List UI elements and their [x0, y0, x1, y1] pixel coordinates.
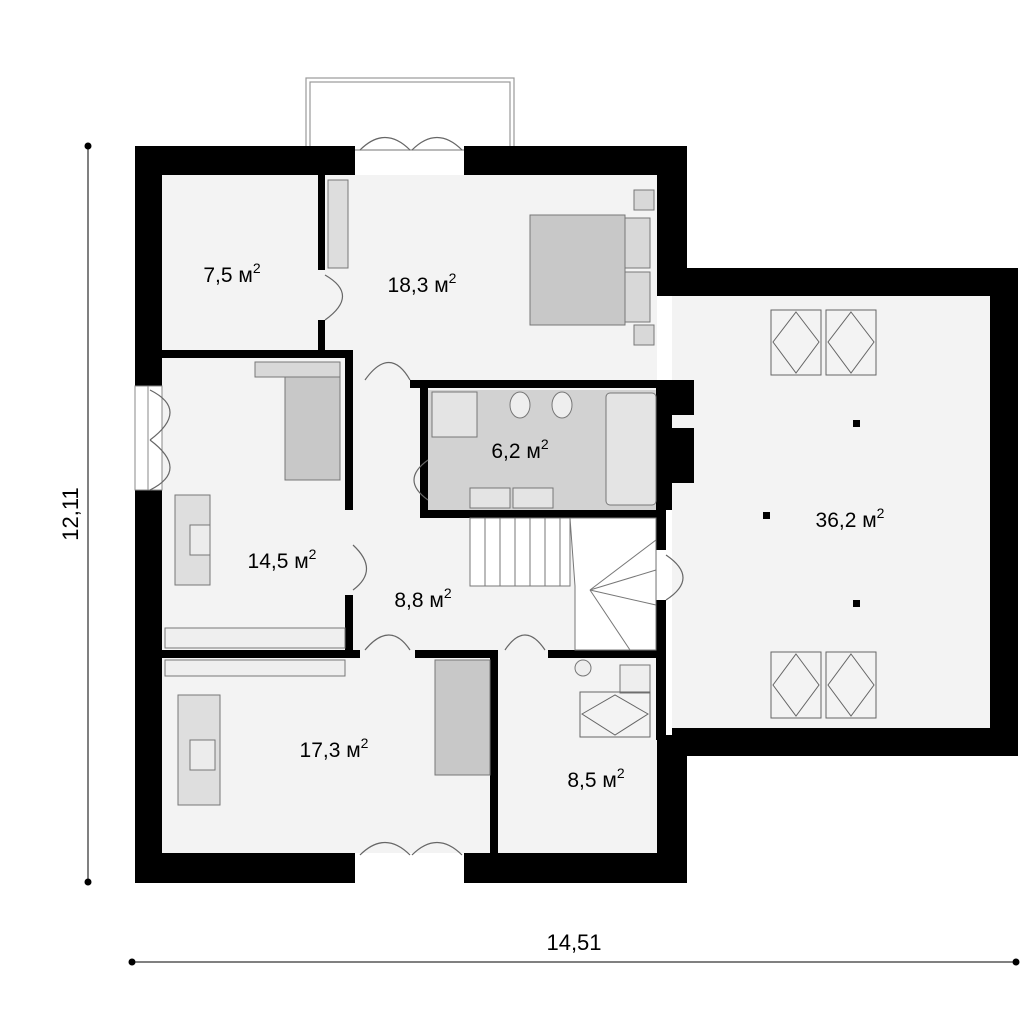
bathtub [605, 392, 657, 506]
toilet [509, 391, 531, 419]
staircase [469, 517, 657, 651]
room-labels: 7,5 м2 18,3 м2 6,2 м2 36,2 м2 14,5 м2 8,… [203, 260, 884, 792]
bed-single-left [284, 364, 341, 481]
room-label-bathroom: 6,2 м2 [491, 436, 548, 463]
room-label-small-top-left: 7,5 м2 [203, 260, 260, 287]
dimension-width: 14,51 [546, 930, 601, 955]
bed-single-bottom [434, 659, 491, 776]
balcony [305, 77, 515, 151]
furniture [164, 179, 877, 806]
attic-markers [763, 420, 860, 607]
bidet [551, 391, 573, 419]
window-left [134, 385, 163, 491]
bed-double [529, 214, 626, 326]
room-label-bedroom-main: 18,3 м2 [388, 270, 457, 297]
floor-attic [672, 296, 990, 728]
room-label-small-bottom: 8,5 м2 [567, 765, 624, 792]
shower [431, 391, 478, 438]
room-label-bedroom-left: 14,5 м2 [248, 546, 317, 573]
outer-walls [135, 146, 1018, 883]
dimension-height: 12,11 [58, 487, 83, 540]
dimension-lines [87, 146, 1016, 963]
room-label-attic: 36,2 м2 [816, 505, 885, 532]
dimension-ticks [84, 142, 1020, 966]
inner-walls [160, 175, 672, 855]
door-swings [149, 136, 684, 856]
room-label-hall: 8,8 м2 [394, 585, 451, 612]
vents [672, 380, 694, 483]
room-label-bedroom-bottom: 17,3 м2 [300, 735, 369, 762]
skylights [579, 309, 877, 738]
